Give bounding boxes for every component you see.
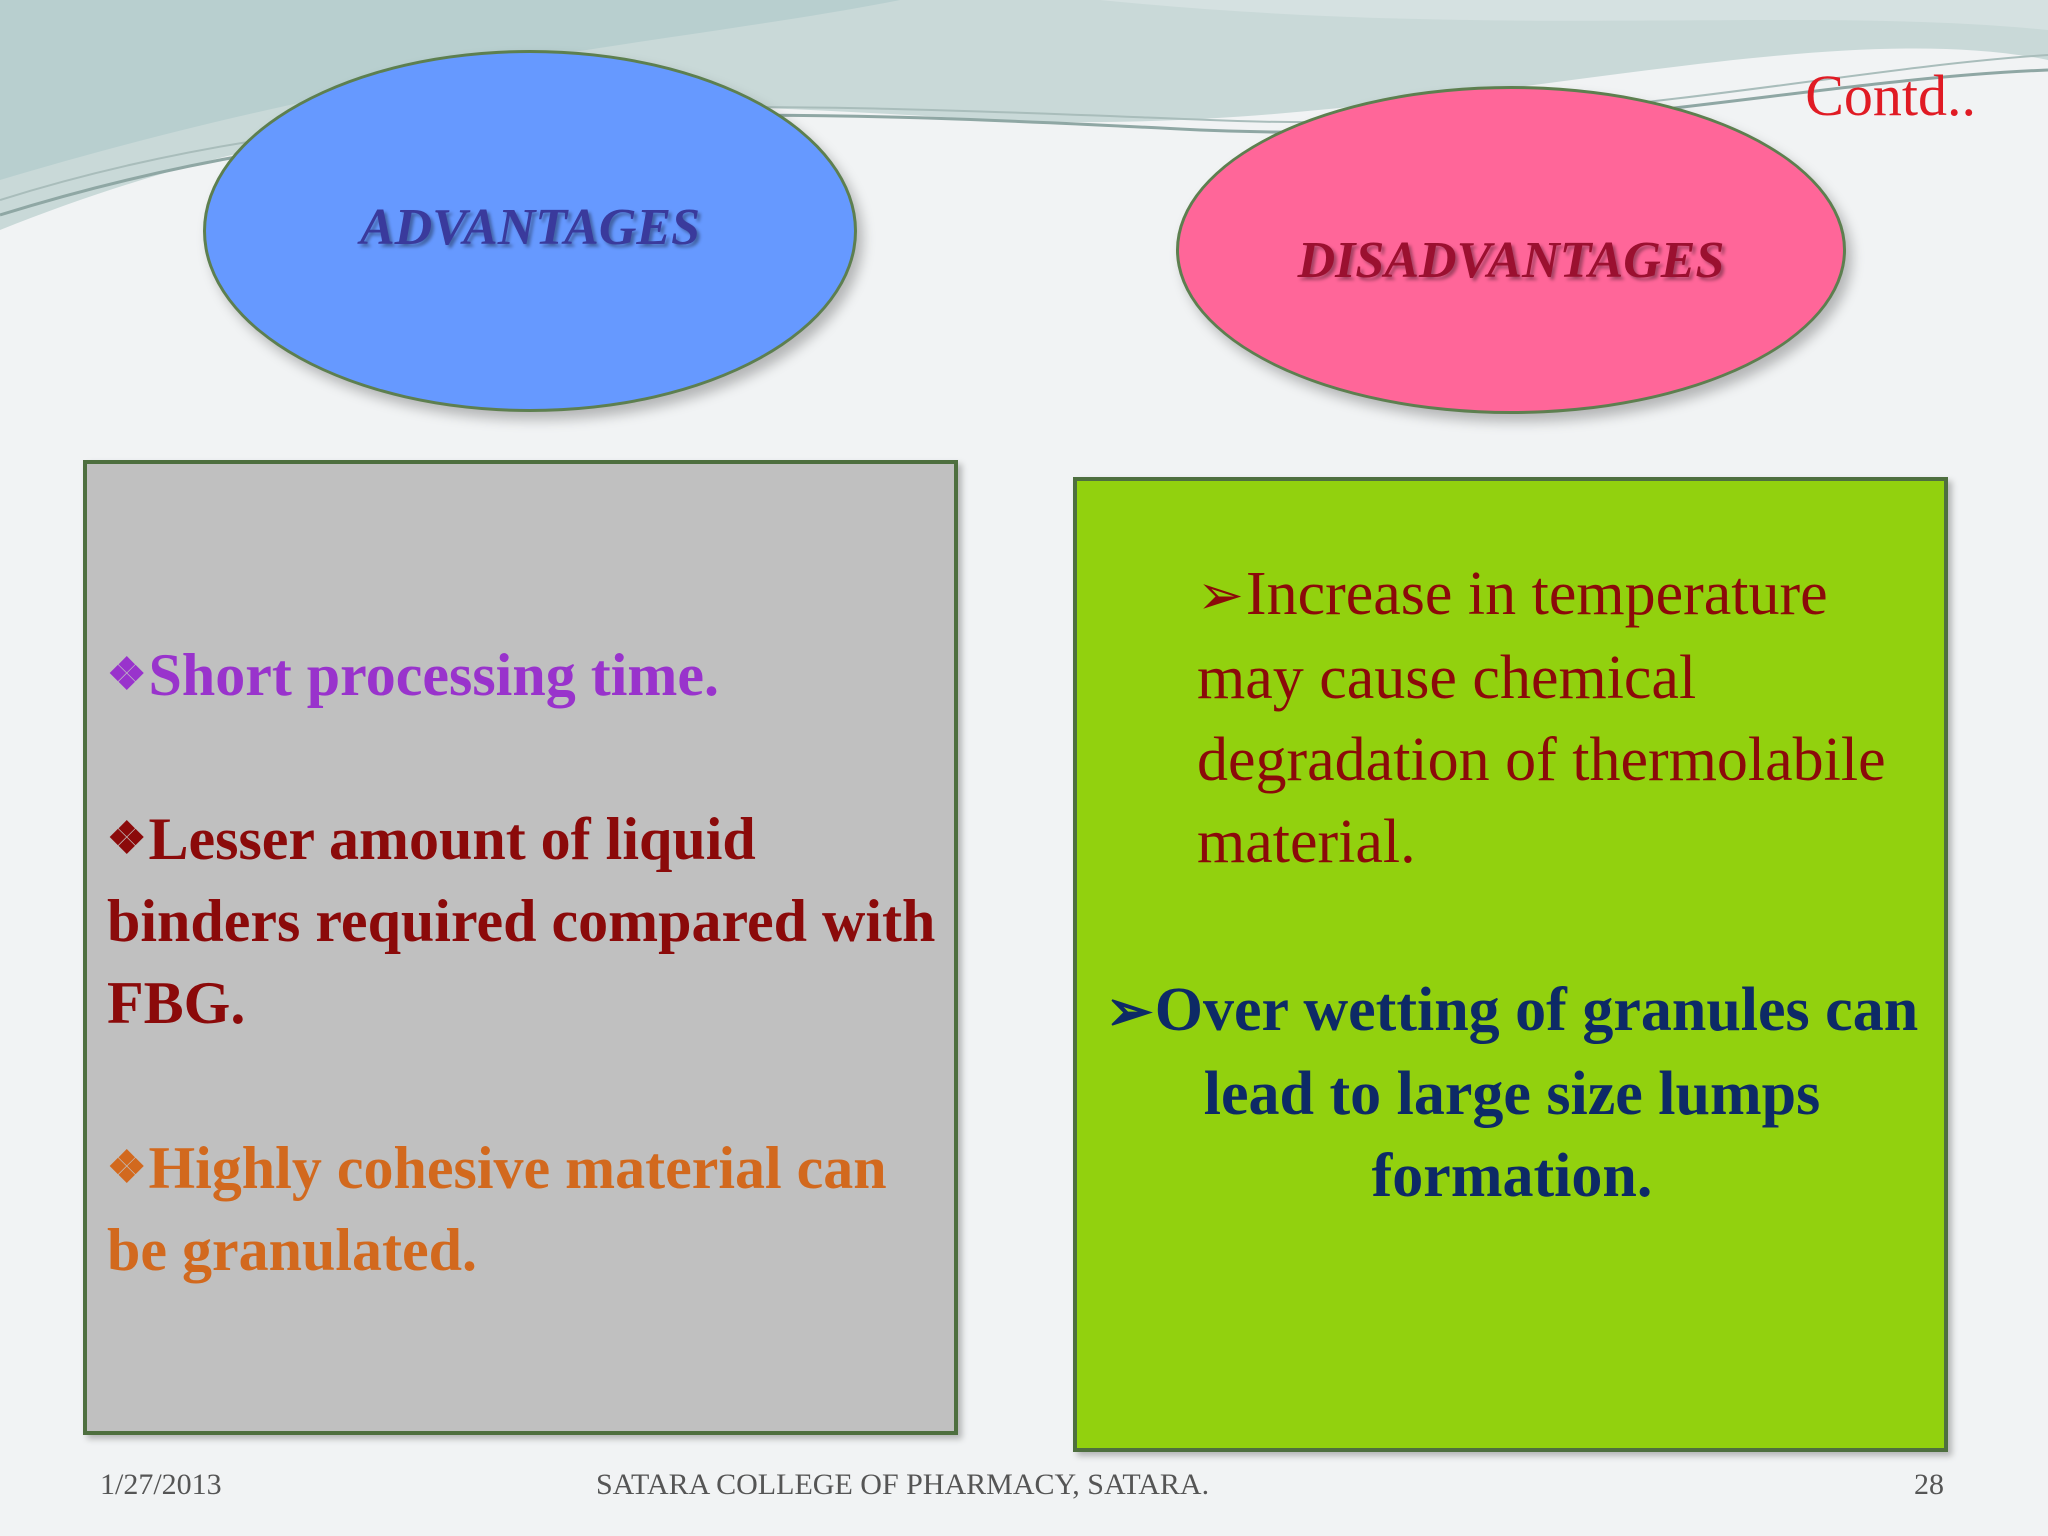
disadvantages-heading: DISADVANTAGES xyxy=(1297,231,1725,289)
advantages-heading: ADVANTAGES xyxy=(359,198,701,256)
disadvantage-item: ➢Over wetting of granules can lead to la… xyxy=(1097,969,1927,1217)
disadvantages-box: ➢Increase in temperature may cause chemi… xyxy=(1073,477,1948,1452)
advantage-item: ❖Short processing time. xyxy=(107,634,947,716)
advantages-box: ❖Short processing time. ❖Lesser amount o… xyxy=(83,460,958,1435)
disadvantage-item: ➢Increase in temperature may cause chemi… xyxy=(1197,553,1917,883)
disadvantage-text: Over wetting of granules can lead to lar… xyxy=(1154,976,1919,1210)
advantage-text: Short processing time. xyxy=(148,642,719,708)
arrow-bullet-icon: ➢ xyxy=(1105,981,1153,1043)
continued-label: Contd.. xyxy=(1805,63,1976,128)
diamond-bullet-icon: ❖ xyxy=(107,650,147,699)
footer-page-number: 28 xyxy=(1914,1468,1944,1501)
advantages-ellipse: ADVANTAGES xyxy=(203,50,857,412)
diamond-bullet-icon: ❖ xyxy=(107,1143,147,1192)
footer-institution: SATARA COLLEGE OF PHARMACY, SATARA. xyxy=(596,1468,1210,1501)
disadvantages-ellipse: DISADVANTAGES xyxy=(1176,86,1846,414)
advantage-item: ❖Highly cohesive material can be granula… xyxy=(107,1127,947,1291)
diamond-bullet-icon: ❖ xyxy=(107,814,147,863)
disadvantage-text: Increase in temperature may cause chemic… xyxy=(1197,560,1886,876)
advantage-item: ❖Lesser amount of liquid binders require… xyxy=(107,798,947,1044)
advantage-text: Lesser amount of liquid binders required… xyxy=(107,806,936,1036)
arrow-bullet-icon: ➢ xyxy=(1197,565,1244,627)
advantage-text: Highly cohesive material can be granulat… xyxy=(107,1135,887,1283)
footer-date: 1/27/2013 xyxy=(100,1468,222,1501)
